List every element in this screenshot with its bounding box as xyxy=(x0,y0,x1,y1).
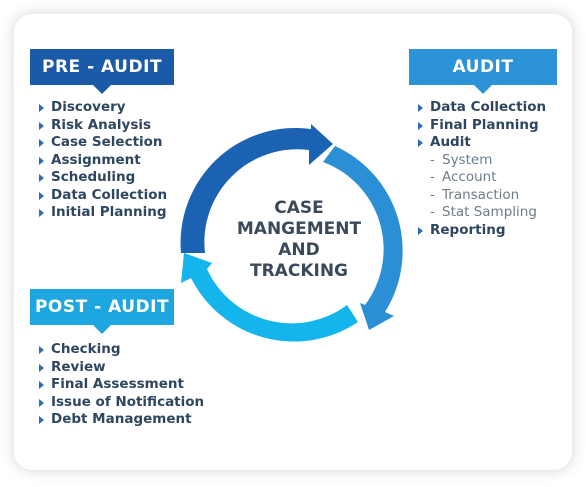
triangle-bullet-icon xyxy=(39,139,44,147)
triangle-bullet-icon xyxy=(418,139,423,147)
list-item-label: Review xyxy=(51,358,106,375)
list-item-label: Debt Management xyxy=(51,411,192,427)
list-item-label: Data Collection xyxy=(51,186,168,203)
list-item: Final Planning xyxy=(416,117,546,135)
center-label-line: CASE xyxy=(274,198,324,218)
list-item-label: Data Collection xyxy=(430,99,547,115)
list-item-label: Initial Planning xyxy=(51,204,167,220)
list-item-label: Final Assessment xyxy=(51,376,184,392)
list-item: Case Selection xyxy=(37,134,167,152)
list-item: Data Collection xyxy=(416,99,546,117)
triangle-bullet-icon xyxy=(39,191,44,200)
center-label-line: TRACKING xyxy=(250,261,348,281)
dash-marker: - xyxy=(430,186,435,203)
center-label-line: AND xyxy=(278,240,320,260)
cycle-arrow-light xyxy=(181,253,358,342)
list-item-label: Assignment xyxy=(51,151,141,168)
pre-audit-header: PRE - AUDIT xyxy=(30,49,174,94)
triangle-bullet-icon xyxy=(39,398,44,407)
triangle-bullet-icon xyxy=(39,104,44,112)
triangle-bullet-icon xyxy=(39,416,44,424)
triangle-bullet-icon xyxy=(39,156,44,165)
triangle-bullet-icon xyxy=(418,104,423,112)
list-item: Data Collection xyxy=(37,187,167,205)
list-item: Checking xyxy=(37,341,204,359)
center-label-line: MANGEMENT xyxy=(236,219,362,239)
triangle-bullet-icon xyxy=(39,381,44,389)
list-item: Debt Management xyxy=(37,411,204,429)
dash-marker: - xyxy=(430,151,435,168)
list-item-label: Checking xyxy=(51,341,121,357)
list-item-label: Risk Analysis xyxy=(51,116,152,133)
list-item-label: Scheduling xyxy=(51,169,136,185)
post-audit-header: POST - AUDIT xyxy=(30,289,174,334)
sub-list-item-label: Transaction xyxy=(442,186,520,203)
triangle-bullet-icon xyxy=(39,346,44,354)
cycle-diagram xyxy=(180,124,403,342)
cycle-center-label: CASE MANGEMENT AND TRACKING xyxy=(215,198,383,282)
dash-marker: - xyxy=(430,204,435,220)
pre-audit-list: Discovery Risk Analysis Case Selection A… xyxy=(37,99,167,222)
triangle-bullet-icon xyxy=(39,174,44,182)
pre-audit-title: PRE - AUDIT xyxy=(41,57,163,77)
post-audit-title: POST - AUDIT xyxy=(34,297,170,317)
cycle-arrow-mid xyxy=(323,146,403,330)
triangle-bullet-icon xyxy=(418,226,423,235)
sub-list-item: -Account xyxy=(416,169,546,187)
cycle-arrow-dark xyxy=(180,124,333,253)
list-item: Risk Analysis xyxy=(37,117,167,135)
sub-list-item: -Stat Sampling xyxy=(416,204,546,222)
audit-header: AUDIT xyxy=(409,49,557,94)
list-item: Scheduling xyxy=(37,169,167,187)
list-item-label: Final Planning xyxy=(430,116,539,133)
list-item: Initial Planning xyxy=(37,204,167,222)
audit-title: AUDIT xyxy=(452,57,514,77)
sub-list-item: -System xyxy=(416,152,546,170)
list-item: Discovery xyxy=(37,99,167,117)
triangle-bullet-icon xyxy=(39,363,44,372)
list-item-label: Discovery xyxy=(51,99,126,115)
list-item: Final Assessment xyxy=(37,376,204,394)
audit-list: Data Collection Final Planning Audit -Sy… xyxy=(416,99,546,239)
list-item-label: Audit xyxy=(430,134,471,150)
sub-list-item-label: Account xyxy=(442,169,497,185)
post-audit-list: Checking Review Final Assessment Issue o… xyxy=(37,341,204,429)
triangle-bullet-icon xyxy=(39,209,44,217)
list-item: Issue of Notification xyxy=(37,394,204,412)
list-item: Assignment xyxy=(37,152,167,170)
list-item: Reporting xyxy=(416,222,546,240)
list-item: Review xyxy=(37,359,204,377)
list-item-label: Reporting xyxy=(430,221,506,238)
list-item-label: Case Selection xyxy=(51,134,163,150)
triangle-bullet-icon xyxy=(418,121,423,130)
list-item: Audit xyxy=(416,134,546,152)
list-item-label: Issue of Notification xyxy=(51,393,205,410)
sub-list-item: -Transaction xyxy=(416,187,546,205)
sub-list-item-label: System xyxy=(442,151,493,168)
triangle-bullet-icon xyxy=(39,121,44,130)
sub-list-item-label: Stat Sampling xyxy=(442,204,537,220)
dash-marker: - xyxy=(430,169,435,185)
